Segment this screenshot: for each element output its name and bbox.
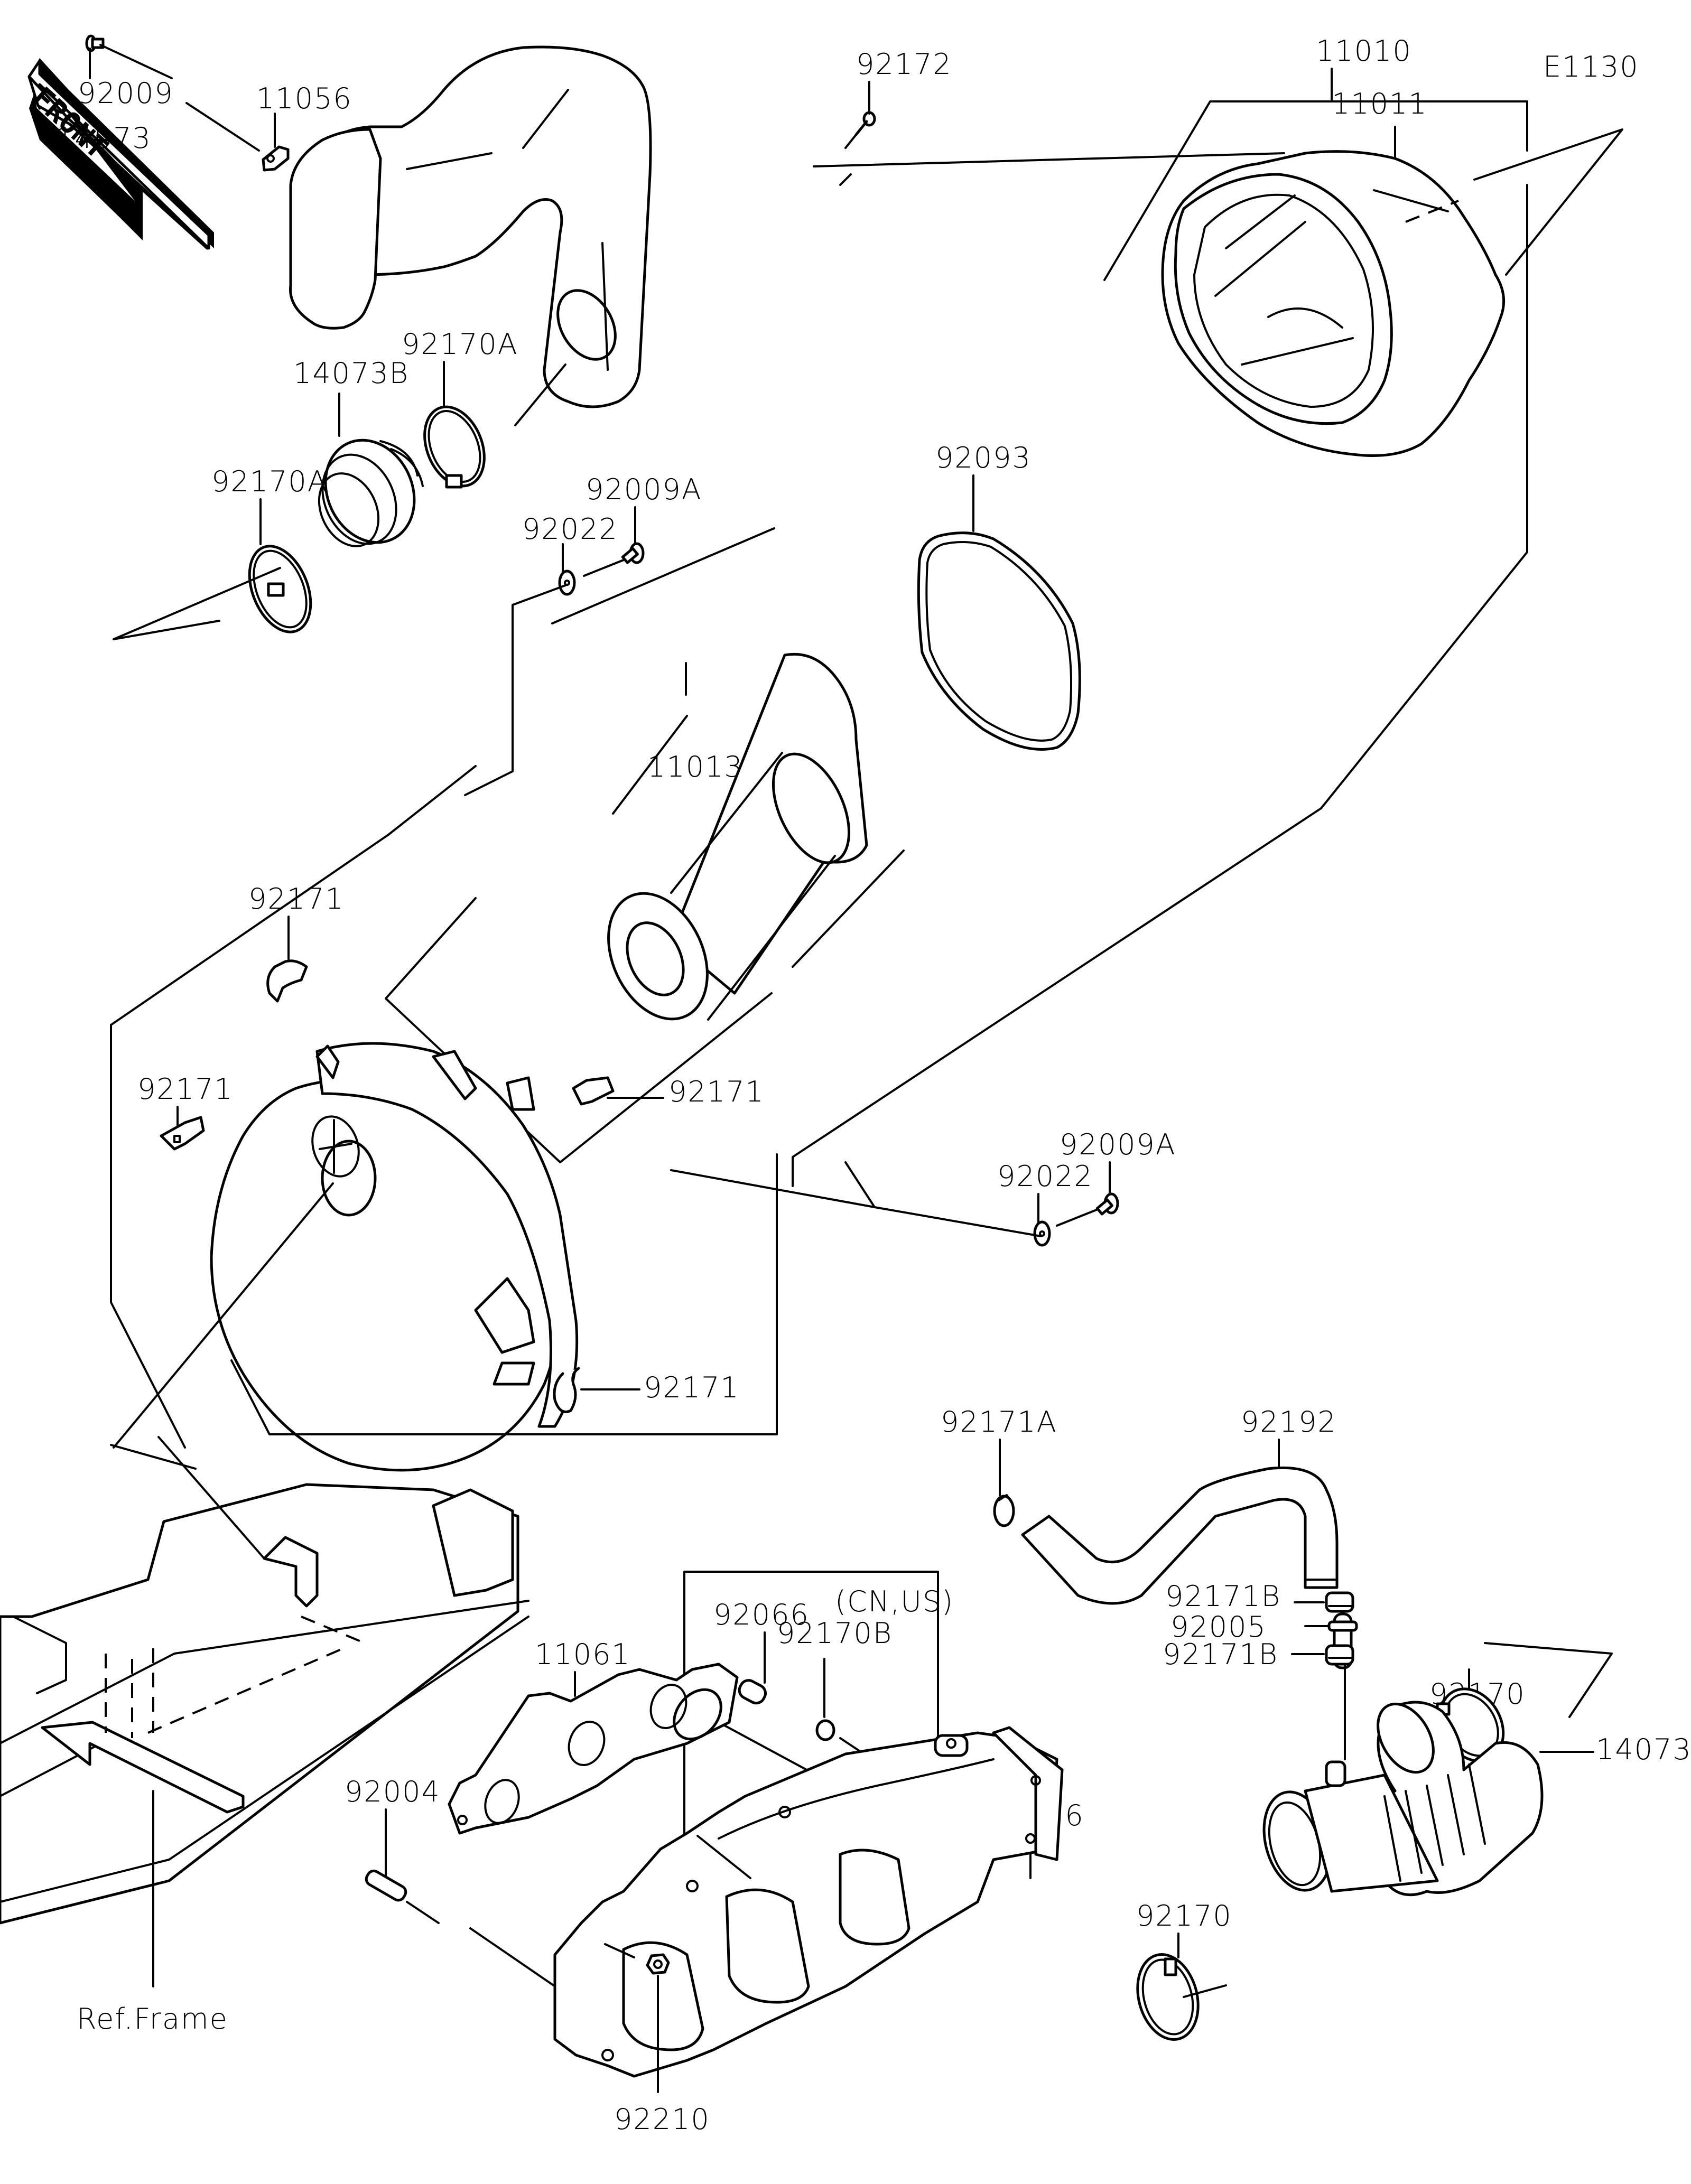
- label-11011: 11011: [1332, 87, 1428, 120]
- reference-frame: [0, 1436, 529, 1925]
- label-92093: 92093: [935, 441, 1032, 474]
- label-92022-top: 92022: [522, 512, 618, 546]
- breather-hose-92192: [1021, 1466, 1339, 1605]
- clip-92171-d: [553, 1367, 580, 1413]
- label-14073A: 14073A: [1596, 1733, 1691, 1766]
- label-92170B: 92170B: [777, 1617, 893, 1650]
- hose-clip-92171B-bot: [1325, 1644, 1354, 1666]
- filter-element-11013: [607, 652, 868, 1021]
- washer-92022-mid: [1033, 1220, 1051, 1247]
- label-92210: 92210: [614, 2103, 710, 2136]
- intake-hose-14073A: [1262, 1701, 1544, 1897]
- label-92009: 92009: [78, 77, 174, 110]
- diagram-code: E1130: [1543, 50, 1639, 83]
- label-92171B-bot: 92171B: [1163, 1638, 1278, 1671]
- clip-92171-b: [160, 1116, 205, 1151]
- label-92022-mid: 92022: [997, 1160, 1093, 1193]
- spacer-92066: [738, 1679, 767, 1705]
- screw-92009A-top: [621, 542, 645, 564]
- label-92005: 92005: [1170, 1610, 1267, 1644]
- rubber-joint-14073B: [318, 438, 424, 547]
- manifold-gasket-11061: [448, 1663, 739, 1835]
- label-14073: 14073: [55, 122, 152, 155]
- hose-clamp-92170A-left: [248, 545, 312, 633]
- label-92172: 92172: [856, 48, 952, 81]
- clip-92171-c: [572, 1076, 615, 1106]
- washer-92022-top: [558, 570, 576, 596]
- label-11013: 11013: [647, 750, 744, 783]
- air-cleaner-cover: [210, 1042, 579, 1472]
- stud-92004: [365, 1869, 407, 1902]
- clip-92171-a: [266, 959, 308, 1003]
- intake-duct-14073: [289, 45, 652, 408]
- label-92066: 92066: [713, 1598, 810, 1631]
- label-11061: 11061: [535, 1638, 631, 1671]
- label-92004: 92004: [345, 1775, 441, 1808]
- ref-frame-label: Ref.Frame: [77, 2002, 228, 2036]
- intake-manifold-59076: [553, 1726, 1064, 2078]
- screw-92172: [854, 111, 876, 136]
- label-92171-a: 92171: [248, 882, 345, 916]
- air-cleaner-case-11011: [1161, 150, 1506, 457]
- label-11056: 11056: [256, 82, 352, 115]
- label-92192: 92192: [1241, 1405, 1337, 1439]
- label-14073B: 14073B: [293, 357, 409, 390]
- label-92009A-mid: 92009A: [1060, 1128, 1176, 1161]
- hose-clamp-92170-bottom: [1136, 1953, 1200, 2041]
- label-92171-c: 92171: [668, 1075, 765, 1108]
- front-arrow-icon: [27, 58, 214, 250]
- label-92009A-top: 92009A: [586, 473, 702, 506]
- label-92170A-top: 92170A: [402, 328, 518, 361]
- gasket-92093: [917, 531, 1081, 751]
- bracket-11056: [262, 145, 290, 172]
- hose-clamp-92170A-top: [423, 405, 486, 489]
- screw-92009A-mid: [1095, 1192, 1119, 1216]
- label-92170A-left: 92170A: [211, 465, 328, 498]
- label-92171-b: 92171: [137, 1072, 234, 1106]
- region-note: (CN,US): [835, 1585, 954, 1618]
- label-92171B-top: 92171B: [1165, 1580, 1281, 1613]
- clip-92171A: [993, 1494, 1015, 1527]
- label-92170-bottom: 92170: [1136, 1899, 1232, 1933]
- label-92171A: 92171A: [941, 1405, 1057, 1439]
- hose-clip-92171B-top: [1325, 1591, 1354, 1613]
- clip-92170B: [815, 1719, 835, 1741]
- label-11010: 11010: [1316, 34, 1412, 68]
- nut-92210: [646, 1953, 670, 1975]
- label-92171-d: 92171: [644, 1371, 740, 1404]
